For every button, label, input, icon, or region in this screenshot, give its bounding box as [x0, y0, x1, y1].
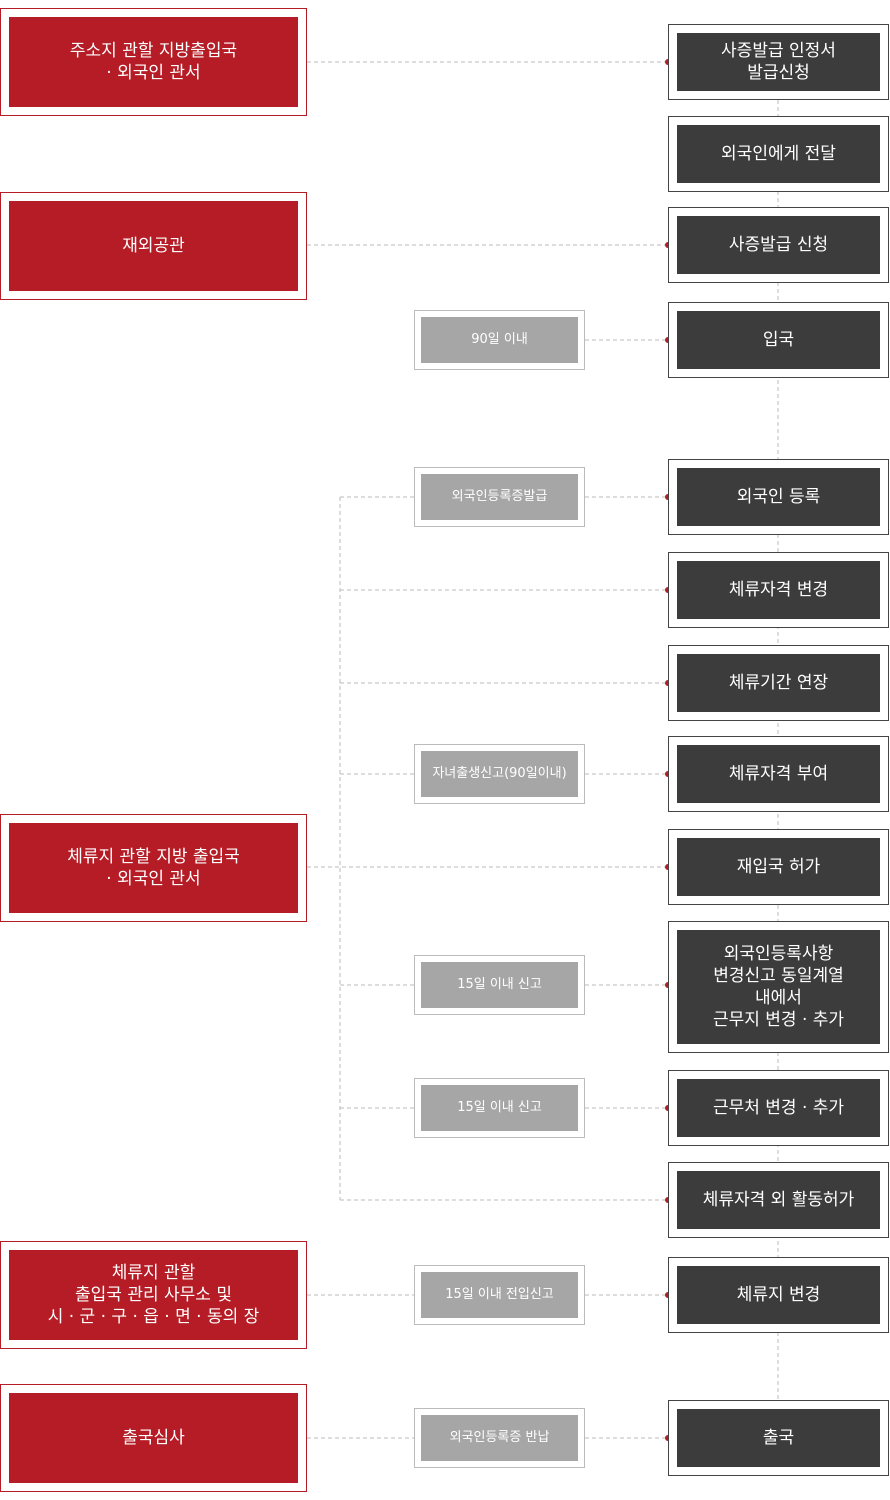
step-label: 체류자격 외 활동허가 — [677, 1171, 880, 1229]
office-label: 주소지 관할 지방출입국 · 외국인 관서 — [9, 17, 298, 107]
step-status-change: 체류자격 변경 — [668, 552, 889, 628]
step-extra-activity-permit: 체류자격 외 활동허가 — [668, 1162, 889, 1238]
office-label: 체류지 관할 지방 출입국 · 외국인 관서 — [9, 823, 298, 913]
step-visa-cert-application: 사증발급 인정서 발급신청 — [668, 24, 889, 100]
step-entry: 입국 — [668, 302, 889, 378]
step-reentry-permit: 재입국 허가 — [668, 829, 889, 905]
note-within-90-days: 90일 이내 — [414, 310, 585, 370]
step-label: 체류기간 연장 — [677, 654, 880, 712]
step-label: 사증발급 신청 — [677, 216, 880, 274]
step-label: 입국 — [677, 311, 880, 369]
office-city-district: 체류지 관할 출입국 관리 사무소 및 시 · 군 · 구 · 읍 · 면 · … — [0, 1241, 307, 1349]
office-label: 출국심사 — [9, 1393, 298, 1483]
office-residence-immigration: 체류지 관할 지방 출입국 · 외국인 관서 — [0, 814, 307, 922]
step-residence-change: 체류지 변경 — [668, 1257, 889, 1333]
note-label: 15일 이내 신고 — [421, 1085, 578, 1131]
step-visa-application: 사증발급 신청 — [668, 207, 889, 283]
step-departure: 출국 — [668, 1400, 889, 1476]
step-label: 근무처 변경 · 추가 — [677, 1079, 880, 1137]
office-label: 재외공관 — [9, 201, 298, 291]
step-foreigner-registration: 외국인 등록 — [668, 459, 889, 535]
note-label: 자녀출생신고(90일이내) — [421, 751, 578, 797]
step-label: 재입국 허가 — [677, 838, 880, 896]
note-label: 15일 이내 전입신고 — [421, 1272, 578, 1318]
note-card-return: 외국인등록증 반납 — [414, 1408, 585, 1468]
office-label: 체류지 관할 출입국 관리 사무소 및 시 · 군 · 구 · 읍 · 면 · … — [9, 1250, 298, 1340]
step-deliver-to-foreigner: 외국인에게 전달 — [668, 116, 889, 192]
step-label: 외국인 등록 — [677, 468, 880, 526]
step-label: 출국 — [677, 1409, 880, 1467]
note-birth-report: 자녀출생신고(90일이내) — [414, 744, 585, 804]
note-move-report: 15일 이내 전입신고 — [414, 1265, 585, 1325]
note-report-15-days: 15일 이내 신고 — [414, 955, 585, 1015]
step-label: 체류자격 부여 — [677, 745, 880, 803]
note-label: 외국인등록증발급 — [421, 474, 578, 520]
note-label: 15일 이내 신고 — [421, 962, 578, 1008]
step-label: 외국인에게 전달 — [677, 125, 880, 183]
office-local-immigration: 주소지 관할 지방출입국 · 외국인 관서 — [0, 8, 307, 116]
step-workplace-change: 근무처 변경 · 추가 — [668, 1070, 889, 1146]
step-label: 체류지 변경 — [677, 1266, 880, 1324]
note-label: 외국인등록증 반납 — [421, 1415, 578, 1461]
note-label: 90일 이내 — [421, 317, 578, 363]
step-label: 체류자격 변경 — [677, 561, 880, 619]
step-registration-change: 외국인등록사항 변경신고 동일계열 내에서 근무지 변경 · 추가 — [668, 921, 889, 1053]
office-departure-check: 출국심사 — [0, 1384, 307, 1492]
note-report-15-days-2: 15일 이내 신고 — [414, 1078, 585, 1138]
note-card-issue: 외국인등록증발급 — [414, 467, 585, 527]
step-label: 사증발급 인정서 발급신청 — [677, 33, 880, 91]
step-status-grant: 체류자격 부여 — [668, 736, 889, 812]
step-label: 외국인등록사항 변경신고 동일계열 내에서 근무지 변경 · 추가 — [677, 930, 880, 1044]
step-period-extension: 체류기간 연장 — [668, 645, 889, 721]
office-embassy: 재외공관 — [0, 192, 307, 300]
